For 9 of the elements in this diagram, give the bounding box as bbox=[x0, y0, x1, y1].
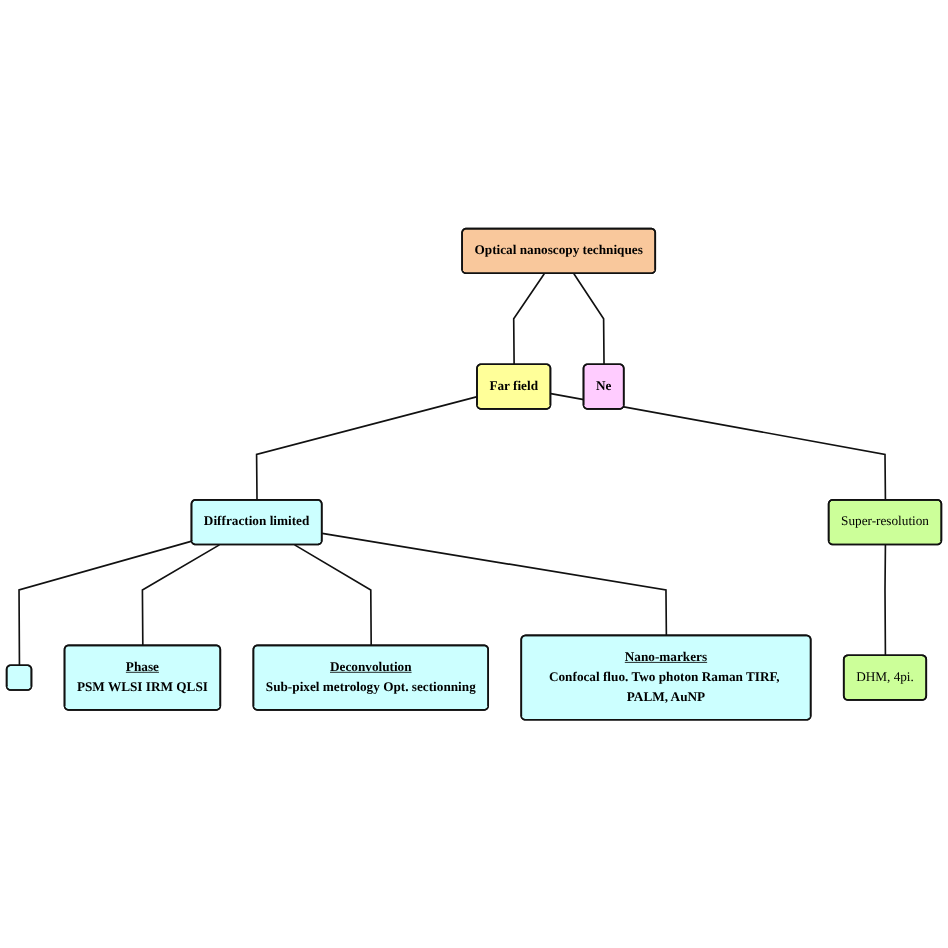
connector bbox=[550, 392, 887, 501]
connector bbox=[884, 543, 887, 657]
connector bbox=[255, 395, 479, 501]
connector bbox=[141, 543, 221, 647]
connector bbox=[293, 543, 373, 647]
connector bbox=[321, 532, 668, 637]
connector bbox=[18, 540, 193, 667]
connector bbox=[573, 272, 605, 366]
connector bbox=[512, 272, 546, 366]
